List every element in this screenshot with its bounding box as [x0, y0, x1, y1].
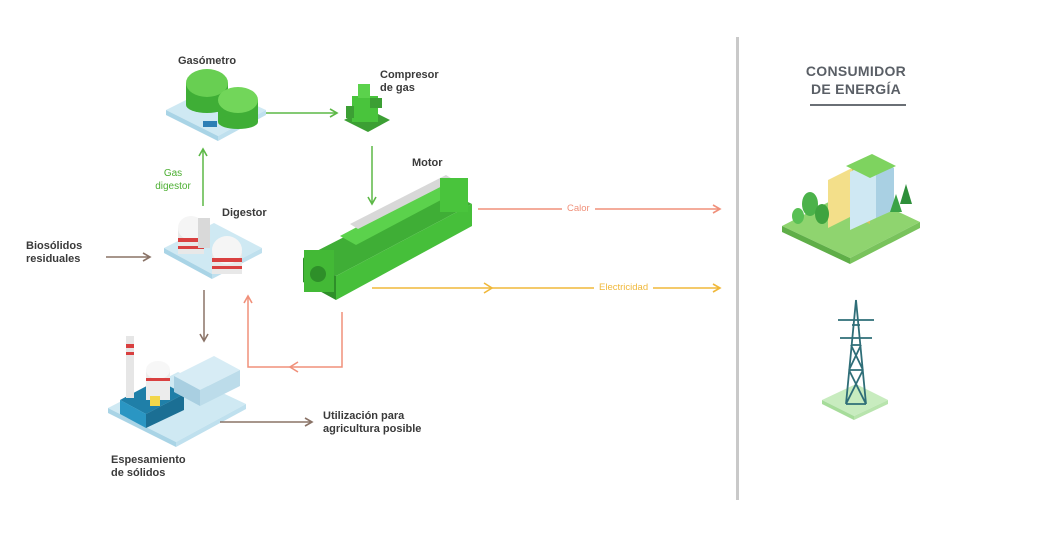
label-digestor: Digestor — [222, 207, 267, 219]
label-compresor-line2: de gas — [380, 82, 415, 94]
label-compresor: Compresor de gas — [380, 69, 439, 95]
label-biosolidos: Biosólidos residuales — [26, 240, 82, 266]
label-gasometro: Gasómetro — [178, 55, 237, 67]
label-biosolidos-line1: Biosólidos — [26, 240, 83, 252]
building-consumer-icon — [782, 154, 920, 264]
label-compresor-line1: Compresor — [380, 69, 439, 81]
label-utilizacion-line2: agricultura posible — [323, 423, 422, 435]
arrow-heat-return-to-digestor — [243, 294, 343, 368]
label-gas-digestor: Gas digestor — [150, 167, 196, 193]
gas-compressor-icon — [344, 84, 390, 132]
label-motor: Motor — [412, 157, 443, 169]
digester-icon — [164, 216, 262, 279]
flow-label-calor: Calor — [562, 203, 595, 215]
consumer-heading: CONSUMIDOR DE ENERGÍA — [766, 62, 946, 98]
label-gas-digestor-line1: Gas — [163, 168, 183, 179]
label-espesamiento-line2: de sólidos — [111, 467, 166, 479]
consumer-heading-line1: CONSUMIDOR — [805, 63, 907, 79]
label-espesamiento-line1: Espesamiento — [111, 454, 186, 466]
section-divider — [736, 37, 739, 500]
label-gas-digestor-line2: digestor — [155, 181, 191, 192]
heat-return-midpoint-arrow — [288, 361, 299, 373]
electricity-midpoint-arrow — [483, 282, 494, 294]
label-utilizacion: Utilización para agricultura posible — [323, 410, 421, 436]
flow-label-electricidad: Electricidad — [594, 282, 654, 294]
label-espesamiento: Espesamiento de sólidos — [111, 454, 186, 480]
label-biosolidos-line2: residuales — [26, 253, 81, 265]
solids-thickening-plant-icon — [108, 336, 246, 447]
consumer-heading-underline — [810, 104, 906, 106]
gasometer-icon — [166, 69, 266, 141]
motor-engine-icon — [303, 175, 472, 300]
electric-tower-icon — [822, 299, 888, 420]
consumer-heading-line2: DE ENERGÍA — [810, 81, 902, 97]
label-utilizacion-line1: Utilización para — [323, 410, 405, 422]
